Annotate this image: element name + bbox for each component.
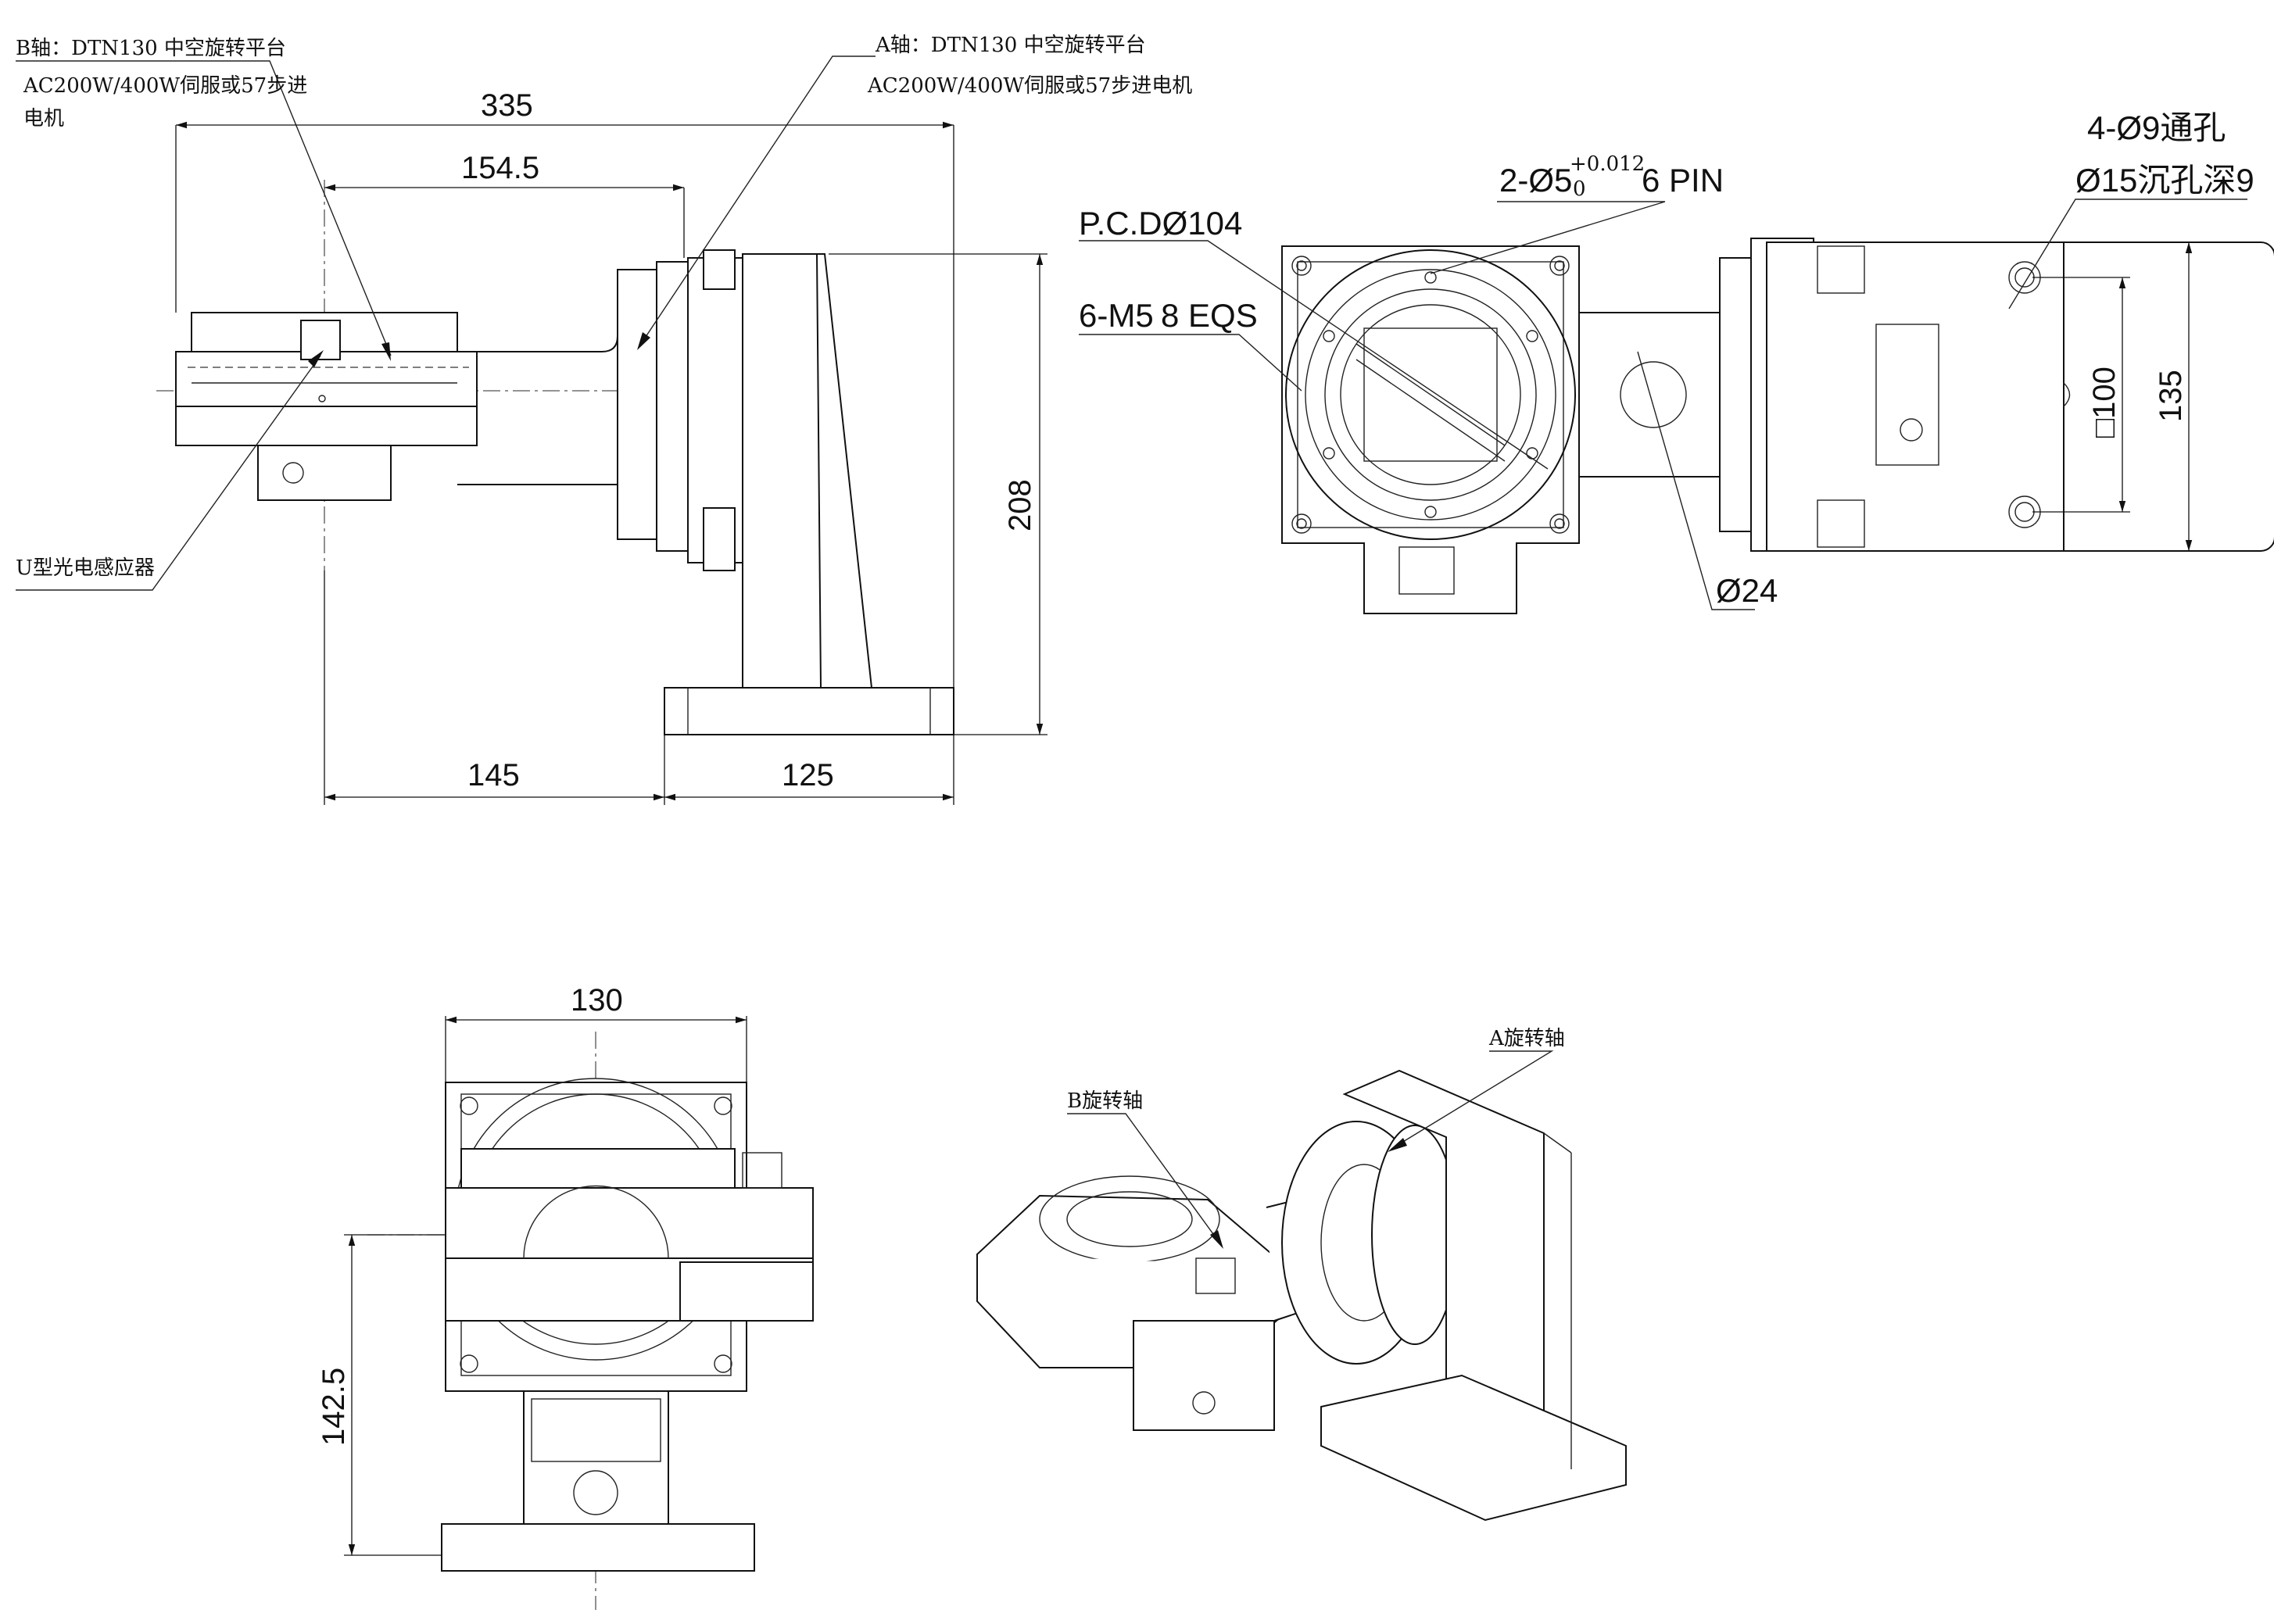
top-view <box>1079 199 2274 614</box>
pin-depth-label: 6 PIN <box>1642 162 1724 199</box>
shaft-dia-label: Ø24 <box>1716 572 1778 609</box>
m5-label: 6-M5 <box>1079 297 1154 334</box>
front-view <box>344 1016 814 1610</box>
b-axis-label-line2: AC200W/400W伺服或57步进 <box>23 74 307 98</box>
holes-label-line1: 4-Ø9通孔 <box>2087 109 2226 146</box>
side-view <box>16 55 1047 805</box>
isometric-view <box>976 1050 1627 1522</box>
m5-depth-label: 8 EQS <box>1161 297 1258 334</box>
dim-145: 145 <box>467 758 520 792</box>
dim-135: 135 <box>2154 370 2188 422</box>
dim-208: 208 <box>1003 479 1037 531</box>
a-axis-label-line2: AC200W/400W伺服或57步进电机 <box>867 74 1192 98</box>
dim-125: 125 <box>782 758 834 792</box>
pin-tol-lower: 0 <box>1573 177 1586 201</box>
b-axis-label-line1: B轴：DTN130 中空旋转平台 <box>16 37 286 60</box>
dim-142-5: 142.5 <box>317 1368 351 1446</box>
pcd-label: P.C.DØ104 <box>1079 205 1242 241</box>
u-sensor-label: U型光电感应器 <box>16 556 155 580</box>
a-rotary-label: A旋转轴 <box>1488 1027 1565 1050</box>
b-axis-label-line3: 电机 <box>23 107 64 131</box>
dim-100: □100 <box>2087 367 2122 438</box>
a-axis-label-line1: A轴：DTN130 中空旋转平台 <box>875 34 1146 57</box>
dim-335: 335 <box>481 88 533 123</box>
b-rotary-label: B旋转轴 <box>1067 1089 1143 1113</box>
pin-tol-upper: +0.012 <box>1570 152 1645 176</box>
dim-130: 130 <box>571 983 623 1018</box>
holes-label-line2: Ø15沉孔深9 <box>2075 162 2254 199</box>
dim-154-5: 154.5 <box>461 151 539 185</box>
pin-label: 2-Ø5 <box>1499 162 1572 199</box>
